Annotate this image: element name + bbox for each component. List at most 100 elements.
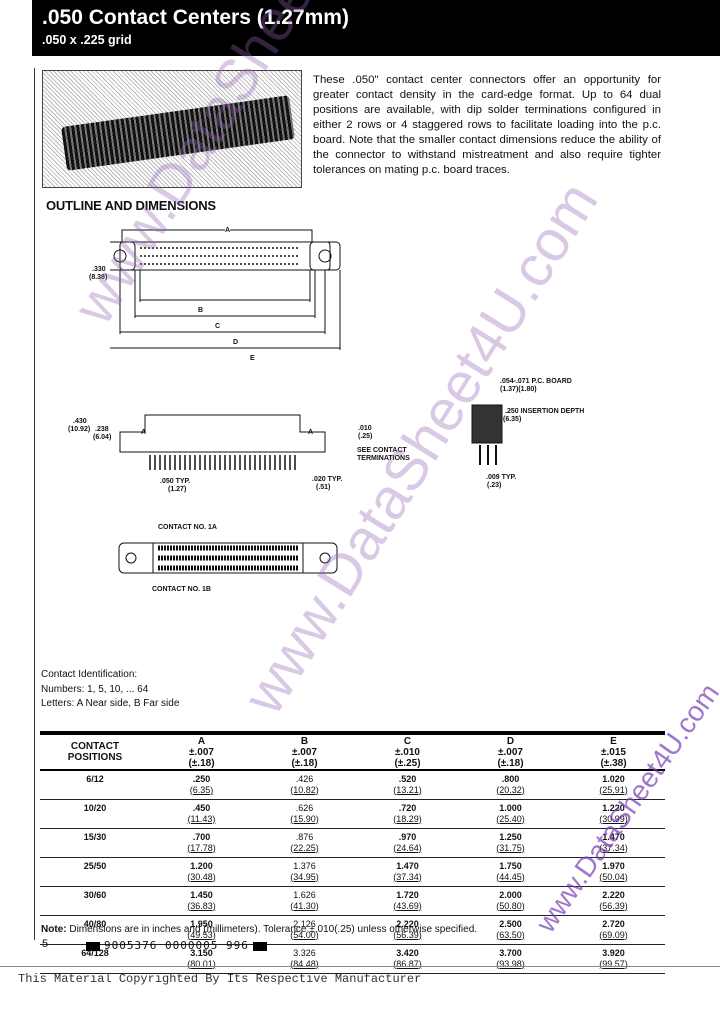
inch-value: .720 xyxy=(398,803,417,813)
mm-value: (30.48) xyxy=(187,871,216,882)
insertion-depth-mm-label: (6.35) xyxy=(503,416,522,423)
intro-text: These .050" contact center connectors of… xyxy=(313,74,661,176)
mm-value: (13.21) xyxy=(393,784,422,795)
mm-value: (34.95) xyxy=(290,871,319,882)
contact-id-numbers: Numbers: 1, 5, 10, ... 64 xyxy=(41,683,149,695)
dimension-cell: 1.626(41.30) xyxy=(253,890,356,911)
mm-value: (17.78) xyxy=(187,842,216,853)
dim-b-label: B xyxy=(198,307,204,314)
dimension-cell: 1.000(25.40) xyxy=(459,803,562,824)
dim-430-mm-label: (10.92) xyxy=(68,426,91,433)
dimension-cell: 3.150(80.01) xyxy=(150,948,253,969)
inch-value: 1.020 xyxy=(602,774,625,784)
width-009-mm-label: (.23) xyxy=(487,482,502,489)
see-terminations-label-2: TERMINATIONS xyxy=(357,455,410,462)
inch-value: 1.970 xyxy=(602,861,625,871)
mm-value: (50.04) xyxy=(599,871,628,882)
dim-d-label: D xyxy=(233,339,239,346)
inch-value: .450 xyxy=(192,803,211,813)
dimension-cell: .450(11.43) xyxy=(150,803,253,824)
dim-238-mm-label: (6.04) xyxy=(93,434,112,441)
mm-value: (31.75) xyxy=(496,842,525,853)
dimension-cell: .876(22.25) xyxy=(253,832,356,853)
column-header-line: (±.18) xyxy=(291,757,318,769)
column-header-line: POSITIONS xyxy=(67,752,123,763)
dimension-cell: 1.450(36.83) xyxy=(150,890,253,911)
column-header: B±.007(±.18) xyxy=(253,736,356,769)
page-number: 5 xyxy=(42,938,49,950)
page-subtitle: .050 x .225 grid xyxy=(42,33,132,47)
mm-value: (43.69) xyxy=(393,900,422,911)
mm-value: (24.64) xyxy=(393,842,422,853)
inch-value: 2.220 xyxy=(396,919,419,929)
mm-value: (25.91) xyxy=(599,784,628,795)
note-label: Note: xyxy=(41,924,67,935)
inch-value: 3.326 xyxy=(293,948,316,958)
mm-value: (63.50) xyxy=(496,929,525,940)
dimension-cell: 1.376(34.95) xyxy=(253,861,356,882)
column-header: E±.015(±.38) xyxy=(562,736,665,769)
dimension-cell: 2.220(56.39) xyxy=(562,890,665,911)
pc-board-label: .054-.071 P.C. BOARD xyxy=(500,378,572,385)
inch-value: 1.470 xyxy=(602,832,625,842)
left-rule xyxy=(34,68,35,940)
page-title: .050 Contact Centers (1.27mm) xyxy=(42,6,349,29)
insertion-depth-label: .250 INSERTION DEPTH xyxy=(505,408,585,415)
mm-value: (30.99) xyxy=(599,813,628,824)
inch-value: 1.376 xyxy=(293,861,316,871)
inch-value: .800 xyxy=(501,774,520,784)
table-row: 6/12.250(6.35).426(10.82).520(13.21).800… xyxy=(40,771,665,800)
inch-value: 3.420 xyxy=(396,948,419,958)
dim-e-label: E xyxy=(250,355,255,362)
table-row: 10/20.450(11.43).626(15.90).720(18.29)1.… xyxy=(40,800,665,829)
mm-value: (41.30) xyxy=(290,900,319,911)
dimension-cell: 3.326(84.48) xyxy=(253,948,356,969)
column-header-line: ±.007 xyxy=(498,746,523,758)
column-header-line: ±.010 xyxy=(395,746,420,758)
front-view-drawing xyxy=(119,414,326,470)
bottom-view-drawing xyxy=(118,542,338,574)
inch-value: 3.700 xyxy=(499,948,522,958)
pc-board-mm-label: (1.37)(1.80) xyxy=(500,386,537,393)
mm-value: (25.40) xyxy=(496,813,525,824)
inch-value: 1.200 xyxy=(190,861,213,871)
inch-value: 3.150 xyxy=(190,948,213,958)
dimension-cell: 1.970(50.04) xyxy=(562,861,665,882)
dimension-cell: .720(18.29) xyxy=(356,803,459,824)
dimension-cell: .520(13.21) xyxy=(356,774,459,795)
dimension-cell: .626(15.90) xyxy=(253,803,356,824)
barcode: 9005376 0000005 996 xyxy=(82,939,271,952)
mm-value: (56.39) xyxy=(599,900,628,911)
column-header: C±.010(±.25) xyxy=(356,736,459,769)
dimension-cell: 1.470(37.34) xyxy=(356,861,459,882)
mm-value: (80.01) xyxy=(187,958,216,969)
mm-value: (49.53) xyxy=(187,929,216,940)
dim-a-label: A xyxy=(225,227,231,234)
contact-identification: Contact Identification: Numbers: 1, 5, 1… xyxy=(41,668,179,712)
copyright-footer: This Material Copyrighted By Its Respect… xyxy=(18,972,422,986)
mm-value: (15.90) xyxy=(290,813,319,824)
dim-c-label: C xyxy=(215,323,221,330)
mm-value: (10.82) xyxy=(290,784,319,795)
mm-value: (37.34) xyxy=(393,871,422,882)
dimension-cell: 2.126(54.00) xyxy=(253,919,356,940)
mm-value: (99.57) xyxy=(599,958,628,969)
dim-330-label: .330 xyxy=(92,266,106,273)
width-009-label: .009 TYP. xyxy=(486,474,517,481)
see-terminations-label: SEE CONTACT xyxy=(357,447,407,454)
column-header-line: ±.015 xyxy=(601,746,626,758)
mm-value: (69.09) xyxy=(599,929,628,940)
column-header-line: (±.25) xyxy=(394,757,421,769)
mm-value: (20.32) xyxy=(496,784,525,795)
column-header-line: (±.18) xyxy=(188,757,215,769)
column-header-line: D xyxy=(506,735,515,747)
dim-238-label: .238 xyxy=(95,426,109,433)
mm-value: (11.43) xyxy=(187,813,216,824)
mm-value: (36.83) xyxy=(187,900,216,911)
inch-value: 2.220 xyxy=(602,890,625,900)
dimension-cell: 3.420(86.87) xyxy=(356,948,459,969)
contact-positions-cell: 10/20 xyxy=(83,803,107,813)
